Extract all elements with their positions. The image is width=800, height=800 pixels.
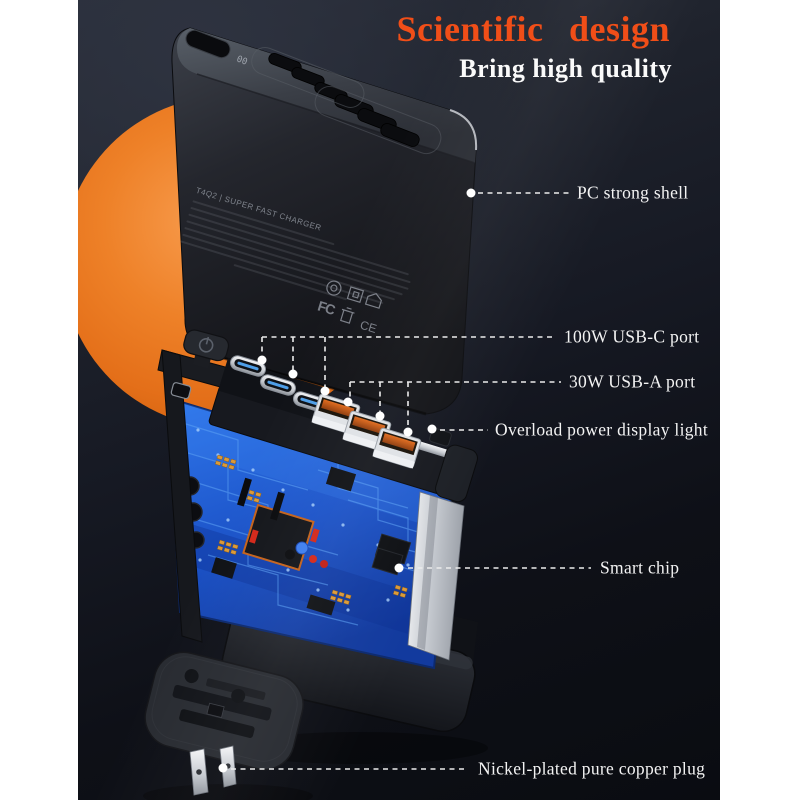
usb-a-port-3 bbox=[372, 427, 422, 469]
callout-label-copper-plug: Nickel-plated pure copper plug bbox=[478, 758, 706, 779]
page-title: Scientific design bbox=[396, 9, 670, 49]
callout-label-smart-chip: Smart chip bbox=[600, 557, 680, 578]
cert-square-icon bbox=[346, 286, 365, 304]
poster-canvas: Scientific design Bring high quality bbox=[78, 0, 720, 800]
cert-circle-icon bbox=[326, 280, 342, 296]
travel-plug bbox=[144, 651, 304, 796]
frame-arm-vertical bbox=[161, 349, 203, 643]
frame-port-cutout bbox=[170, 382, 192, 400]
weee-bin-icon bbox=[339, 307, 355, 324]
display-window bbox=[185, 29, 231, 59]
display-readout: 00 bbox=[235, 54, 249, 67]
usb-c-port-1 bbox=[229, 355, 267, 377]
top-port-slot bbox=[380, 123, 420, 147]
callout-lines bbox=[231, 192, 591, 770]
power-button-icon bbox=[198, 336, 214, 353]
cert-pentagon-icon bbox=[364, 292, 383, 309]
product-illustration: 00 T4Q2 | SUPER FAST CHARGER bbox=[78, 27, 591, 800]
ce-logo: CE bbox=[358, 318, 378, 336]
cert-marks: FC CE bbox=[316, 280, 383, 336]
callout-label-usb-c-port: 100W USB-C port bbox=[564, 326, 700, 347]
callout-dots bbox=[218, 188, 476, 773]
callout-label-usb-a-port: 30W USB-A port bbox=[569, 371, 696, 392]
charger-shell: 00 T4Q2 | SUPER FAST CHARGER bbox=[171, 27, 478, 416]
emi-shield bbox=[407, 491, 465, 661]
usb-c-port-2 bbox=[259, 374, 297, 396]
fcc-logo: FC bbox=[316, 298, 337, 318]
callout-label-overload-light: Overload power display light bbox=[495, 419, 709, 440]
page-subtitle: Bring high quality bbox=[459, 54, 672, 83]
power-button bbox=[183, 329, 230, 369]
callout-label-pc-strong-shell: PC strong shell bbox=[577, 182, 689, 203]
